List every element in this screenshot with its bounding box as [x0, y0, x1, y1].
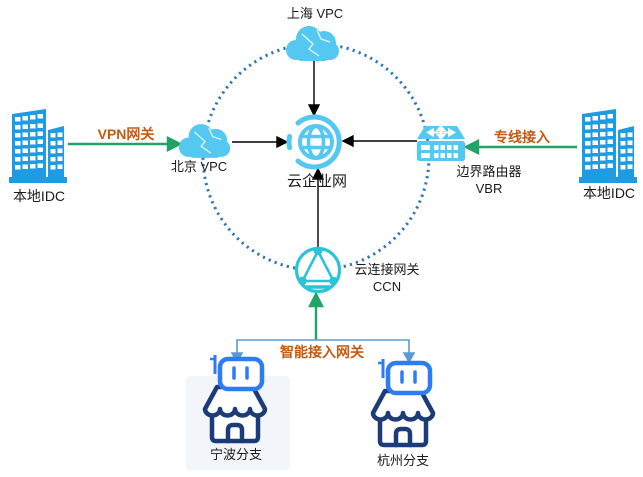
- beijing-vpc-label: 北京 VPC: [170, 159, 228, 174]
- idc-left-label: 本地IDC: [12, 188, 66, 204]
- ccn-label-line1: 云连接网关: [354, 262, 420, 277]
- sag-device-icon: [210, 355, 265, 392]
- vbr-label: 边界路由器 VBR: [456, 163, 521, 197]
- ccn-network-icon: [294, 246, 342, 294]
- vbr-label-line1: 边界路由器: [456, 164, 522, 179]
- smart-access-gateway-link-label: 智能接入网关: [280, 344, 364, 360]
- vbr-label-line2: VBR: [475, 181, 503, 196]
- hangzhou-branch-label: 杭州分支: [376, 453, 430, 468]
- leased-line-link-label: 专线接入: [494, 129, 550, 145]
- beijing-vpc-cloud-icon: [178, 124, 231, 158]
- cen-globe-icon: [286, 114, 342, 170]
- ningbo-branch-store-icon: [202, 355, 268, 444]
- idc-right-label: 本地IDC: [582, 185, 636, 201]
- shanghai-vpc-cloud-icon: [286, 26, 339, 61]
- vpn-gateway-link-label: VPN网关: [97, 126, 155, 142]
- sag-device-icon: [378, 359, 433, 396]
- ccn-label: 云连接网关 CCN: [354, 261, 419, 295]
- idc-building-left-icon: [9, 109, 67, 183]
- idc-building-right-icon: [579, 109, 637, 183]
- ningbo-branch-label: 宁波分支: [209, 447, 263, 462]
- vbr-router-icon: [417, 125, 465, 161]
- shanghai-vpc-label: 上海 VPC: [286, 6, 344, 21]
- hangzhou-branch-store-icon: [370, 359, 436, 448]
- cen-label: 云企业网: [286, 173, 348, 190]
- ccn-label-line2: CCN: [372, 279, 402, 294]
